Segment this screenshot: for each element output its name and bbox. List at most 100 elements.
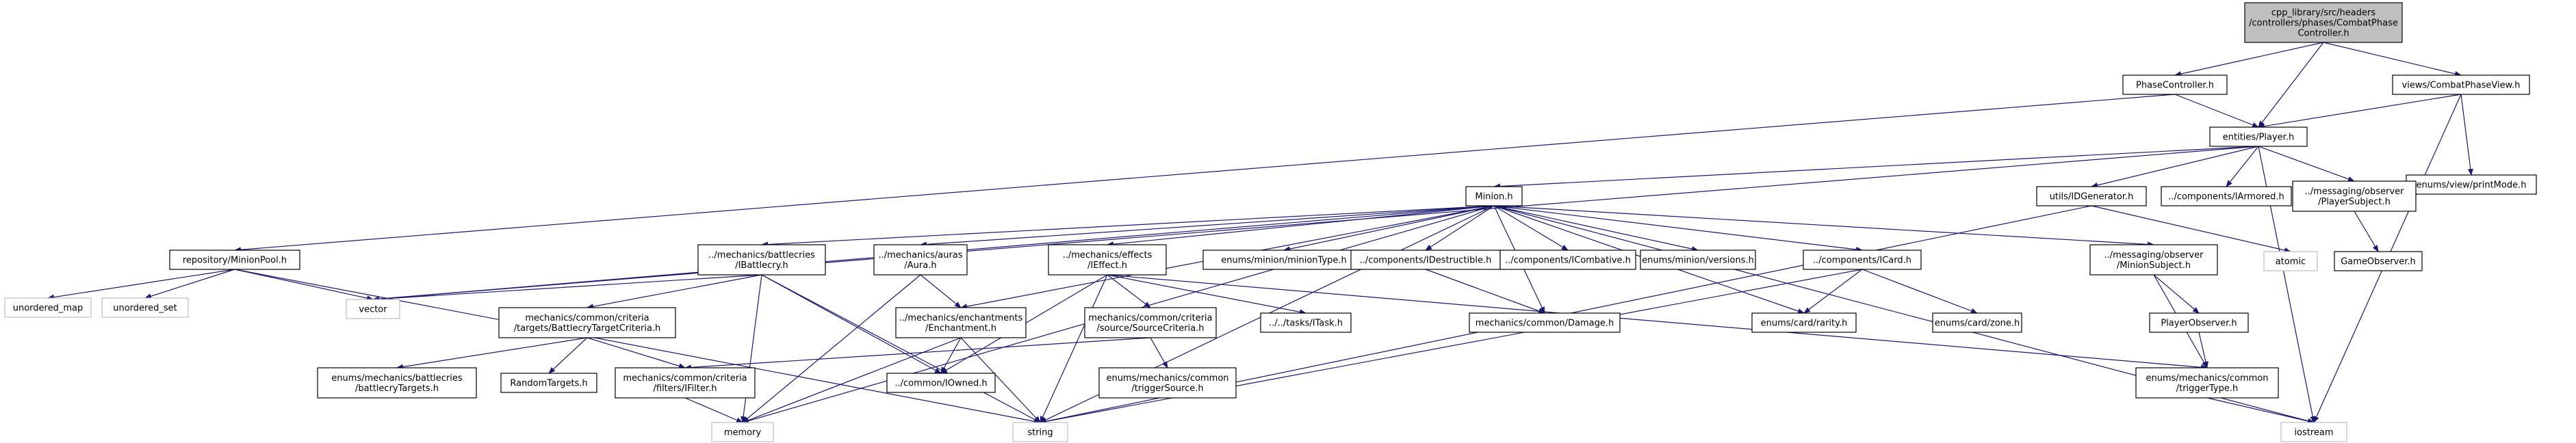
node-box	[1012, 422, 1068, 442]
edge-layer	[47, 42, 2473, 425]
node-enums-mechanics-battlecries-battlecrytargets-h[interactable]: enums/mechanics/battlecries/battlecryTar…	[317, 367, 477, 399]
node-components-iarmored-h[interactable]: ../components/IArmored.h	[2161, 186, 2292, 206]
node-box	[2292, 180, 2417, 212]
node-iostream: iostream	[2280, 422, 2347, 442]
node-messaging-observer-minionsubject-h[interactable]: ../messaging/observer/MinionSubject.h	[2089, 244, 2218, 276]
node-views-combatphaseview-h[interactable]: views/CombatPhaseView.h	[2392, 75, 2530, 95]
edge-idgen-to-atomic	[2091, 205, 2291, 253]
node-playerobserver-h[interactable]: PlayerObserver.h	[2149, 312, 2249, 333]
node-mechanics-effects-ieffect-h[interactable]: ../mechanics/effects/IEffect.h	[1048, 244, 1167, 276]
node-mechanics-common-criteria-targets-battlecrytargetcriteria-h[interactable]: mechanics/common/criteria/targets/Battle…	[498, 307, 676, 338]
edge-line	[2354, 211, 2379, 252]
edge-line	[372, 146, 2259, 302]
node-box	[711, 422, 774, 442]
node-box	[2334, 251, 2423, 271]
node-box	[2149, 312, 2249, 333]
edge-trigtype-to-iostream	[2206, 397, 2315, 424]
edge-playersubj-to-gameobs	[2354, 211, 2379, 252]
node-enums-mechanics-common-triggersource-h[interactable]: enums/mechanics/common/triggerSource.h	[1098, 367, 1237, 399]
node-label: enums/mechanics/battlecries	[331, 373, 463, 384]
node-mechanics-auras-aura-h[interactable]: ../mechanics/auras/Aura.h	[873, 244, 968, 276]
node-label: ../../tasks/ITask.h	[1269, 319, 1343, 329]
node-label: unordered_set	[113, 304, 177, 314]
edge-line	[742, 274, 921, 423]
node-box	[500, 373, 597, 393]
edge-minion-to-miniontype	[1283, 205, 1495, 252]
node-label: enums/mechanics/common	[2146, 373, 2268, 384]
edge-aura-to-enchant	[920, 274, 962, 308]
edge-phasectrl-to-minionpool	[234, 94, 2176, 253]
node-box	[2089, 244, 2218, 276]
node-minion-h[interactable]: Minion.h	[1465, 186, 1523, 206]
edge-icard-to-zone	[1862, 269, 1978, 314]
node-label: cpp_library/src/headers	[2271, 8, 2376, 18]
node-mechanics-common-criteria-source-sourcecriteria-h[interactable]: mechanics/common/criteria/source/SourceC…	[1084, 307, 1217, 338]
edge-playerobs-to-trigtype	[2198, 332, 2208, 368]
node-utils-idgenerator-h[interactable]: utils/IDGenerator.h	[2036, 186, 2147, 206]
node-label: mechanics/common/criteria	[1088, 313, 1212, 323]
edge-line	[2258, 146, 2355, 182]
node-box	[2161, 186, 2292, 206]
node-gameobserver-h[interactable]: GameObserver.h	[2334, 251, 2423, 271]
node-label: mechanics/common/Damage.h	[1476, 319, 1614, 329]
node-box	[1350, 250, 1501, 270]
node-label: Minion.h	[1475, 192, 1512, 202]
node-enums-mechanics-common-triggertype-h[interactable]: enums/mechanics/common/triggerType.h	[2135, 367, 2279, 399]
edge-line	[742, 337, 962, 423]
node-box	[1098, 367, 1237, 399]
node-components-icombative-h[interactable]: ../components/ICombative.h	[1499, 250, 1636, 270]
edge-line	[1107, 274, 1306, 315]
edge-enchant-to-iowned	[940, 337, 962, 374]
node-label: iostream	[2294, 428, 2333, 438]
node-label: ../mechanics/auras	[878, 250, 962, 260]
node-label: GameObserver.h	[2341, 257, 2416, 267]
node-common-iowned-h[interactable]: ../common/IOwned.h	[886, 373, 996, 393]
node-mechanics-common-criteria-filters-ifilter-h[interactable]: mechanics/common/criteria/filters/IFilte…	[615, 367, 756, 399]
node-string: string	[1012, 422, 1068, 442]
node-randomtargets-h[interactable]: RandomTargets.h	[500, 373, 597, 393]
node-enums-view-printmode-h[interactable]: enums/view/printMode.h	[2406, 174, 2537, 195]
edge-player-to-idgen	[2091, 146, 2259, 188]
edge-line	[1493, 205, 1699, 252]
node-tasks-itask-h[interactable]: ../../tasks/ITask.h	[1260, 312, 1352, 333]
edge-ieffect-to-srccriteria	[1107, 274, 1151, 308]
node-label: ../mechanics/effects	[1063, 250, 1152, 260]
edge-ieffect-to-itask	[1107, 274, 1306, 315]
node-label: enums/minion/versions.h	[1642, 256, 1754, 266]
edge-minion-to-icard	[1493, 205, 1863, 252]
node-components-icard-h[interactable]: ../components/ICard.h	[1803, 250, 1922, 270]
edge-line	[1425, 205, 1495, 251]
node-box	[1465, 186, 1523, 206]
edge-phasectrl-to-player	[2174, 94, 2259, 128]
node-enums-minion-miniontype-h[interactable]: enums/minion/minionType.h	[1202, 250, 1365, 270]
edge-battlecry-to-string	[761, 274, 1041, 423]
node-components-idestructible-h[interactable]: ../components/IDestructible.h	[1350, 250, 1501, 270]
node-mechanics-common-damage-h[interactable]: mechanics/common/Damage.h	[1469, 312, 1621, 333]
node-label: mechanics/common/criteria	[525, 313, 649, 323]
edge-minionpool-to-string	[234, 269, 1041, 425]
node-messaging-observer-playersubject-h[interactable]: ../messaging/observer/PlayerSubject.h	[2292, 180, 2417, 212]
edge-minionpool-to-uset	[144, 269, 235, 299]
edge-battlecry-to-memory	[740, 274, 762, 423]
node-phasecontroller-h[interactable]: PhaseController.h	[2122, 75, 2228, 95]
edge-minionpool-to-vector	[234, 269, 374, 301]
edge-line	[587, 274, 762, 310]
node-entities-player-h[interactable]: entities/Player.h	[2209, 126, 2308, 147]
node-box	[1499, 250, 1636, 270]
edge-battlecry-to-btcriteria	[587, 274, 762, 310]
node-box	[697, 244, 826, 276]
edge-ieffect-to-string	[1040, 274, 1108, 423]
node-box	[886, 373, 996, 393]
node-label: /Aura.h	[904, 260, 936, 271]
edge-minion-to-versions	[1493, 205, 1699, 252]
node-box	[2280, 422, 2347, 442]
node-enums-card-zone-h[interactable]: enums/card/zone.h	[1932, 312, 2022, 333]
node-label: PlayerObserver.h	[2161, 319, 2237, 329]
node-mechanics-battlecries-ibattlecry-h[interactable]: ../mechanics/battlecries/IBattlecry.h	[697, 244, 826, 276]
node-repository-minionpool-h[interactable]: repository/MinionPool.h	[169, 250, 300, 270]
edge-player-to-vector	[372, 146, 2259, 302]
node-label: repository/MinionPool.h	[183, 256, 287, 266]
node-mechanics-enchantments-enchantment-h[interactable]: ../mechanics/enchantments/Enchantment.h	[895, 307, 1027, 338]
node-enums-minion-versions-h[interactable]: enums/minion/versions.h	[1640, 250, 1756, 270]
node-enums-card-rarity-h[interactable]: enums/card/rarity.h	[1751, 312, 1857, 333]
